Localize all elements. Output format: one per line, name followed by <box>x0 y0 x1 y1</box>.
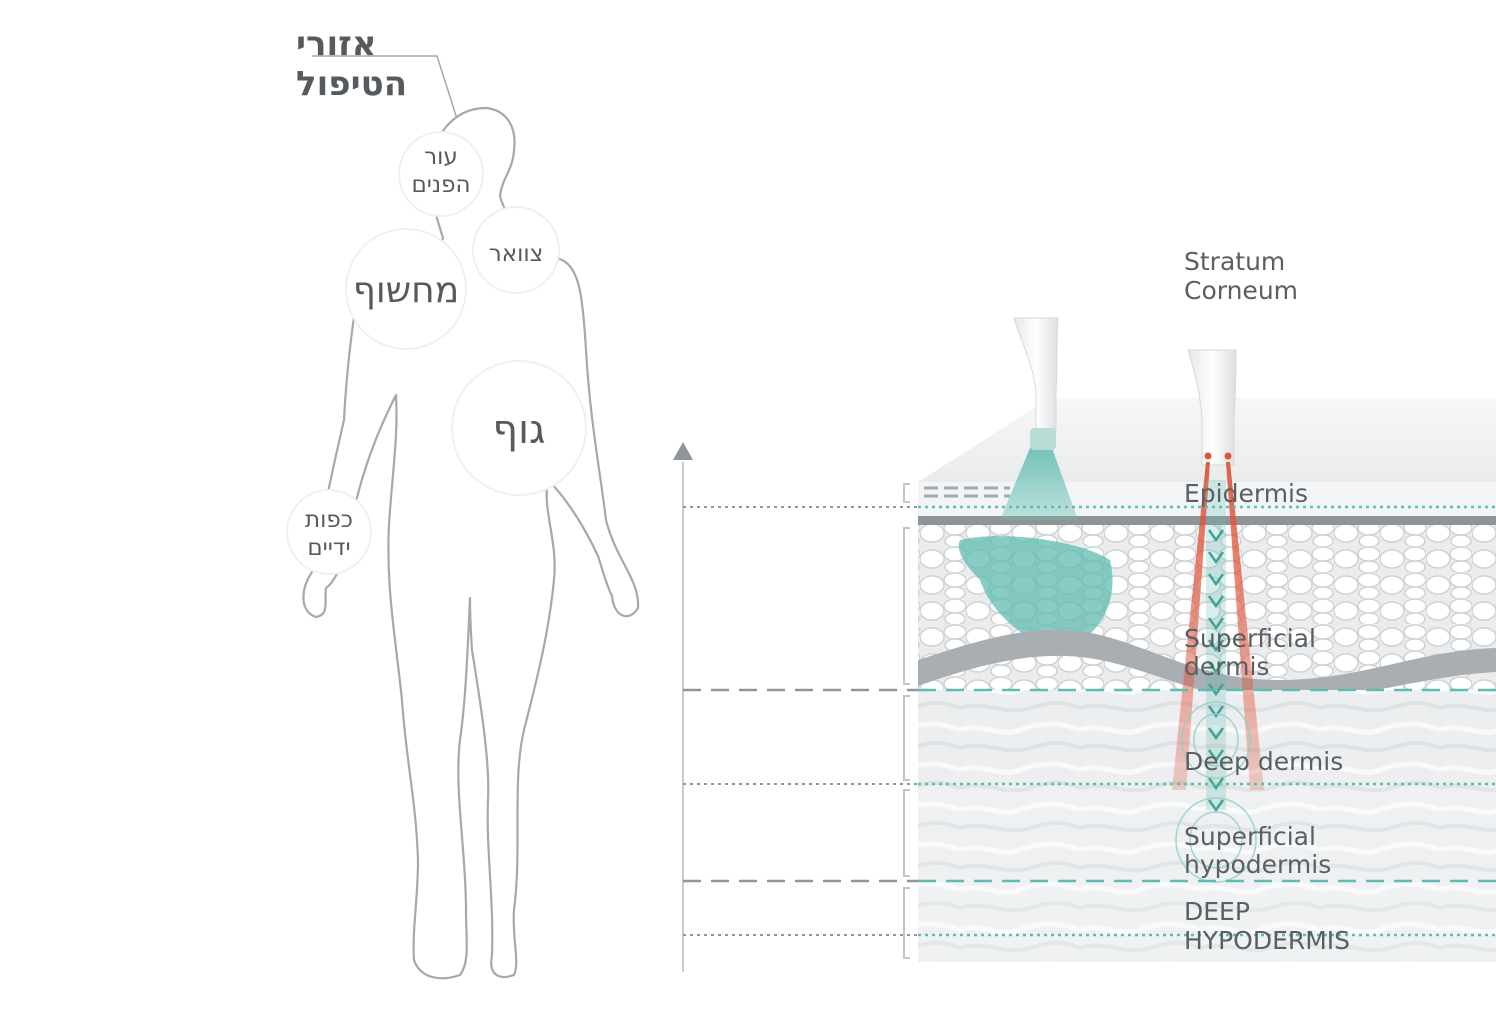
spray-applicator <box>1000 317 1078 520</box>
title-leader-line <box>312 55 459 123</box>
laser-beam-left <box>1172 462 1210 790</box>
laser-applicator <box>1172 349 1264 883</box>
zone-decollete[interactable]: מחשוף <box>345 228 467 350</box>
label-deep-dermis: Deep dermis <box>1184 747 1343 776</box>
basal-layer <box>918 629 1496 700</box>
label-superficial-dermis-line-1: Superficial <box>1184 624 1316 653</box>
label-deep-hypodermis-line-1: DEEP <box>1184 897 1250 926</box>
energy-chevrons <box>1207 529 1225 813</box>
deep-hypodermis-layer <box>918 882 1496 962</box>
zone-decollete-label: מחשוף <box>353 270 459 311</box>
zone-hands-line-2: ידיים <box>307 535 350 561</box>
depth-axis-arrow <box>673 442 693 972</box>
zone-hands-line-1: כפות <box>305 507 353 533</box>
zone-body-label: גוף <box>493 407 546 453</box>
treatment-areas-title: אזורי הטיפול <box>296 24 459 123</box>
zone-neck-label: צוואר <box>489 241 544 267</box>
spray-cone <box>1000 448 1078 520</box>
layer-boundaries <box>683 505 1496 937</box>
label-epidermis: Epidermis <box>1184 479 1308 508</box>
zone-face-line-2: הפנים <box>411 172 470 198</box>
zone-hands[interactable]: כפות ידיים <box>286 489 372 575</box>
deep-dermis-layer <box>918 690 1496 785</box>
laser-beam-right <box>1226 462 1264 790</box>
label-stratum-line-1: Stratum <box>1184 247 1285 276</box>
label-superficial-dermis-line-2: dermis <box>1184 652 1269 681</box>
label-stratum-line-2: Corneum <box>1184 276 1298 305</box>
zone-neck[interactable]: צוואר <box>472 206 560 294</box>
zone-body[interactable]: גוף <box>451 360 587 496</box>
skin-cross-section <box>903 398 1496 962</box>
label-deep-hypodermis-line-2: HYPODERMIS <box>1184 926 1350 955</box>
zone-face[interactable]: עור הפנים <box>398 131 484 217</box>
teal-absorption-zone <box>958 536 1113 650</box>
label-superficial-hypodermis-line-1: Superficial <box>1184 822 1316 851</box>
label-superficial-hypodermis-line-2: hypodermis <box>1184 850 1331 879</box>
zone-face-line-1: עור <box>424 144 458 170</box>
title-line-2: הטיפול <box>296 64 407 104</box>
layer-labels: Stratum Corneum Epidermis Superficial de… <box>1184 247 1350 955</box>
title-line-1: אזורי <box>296 24 377 64</box>
